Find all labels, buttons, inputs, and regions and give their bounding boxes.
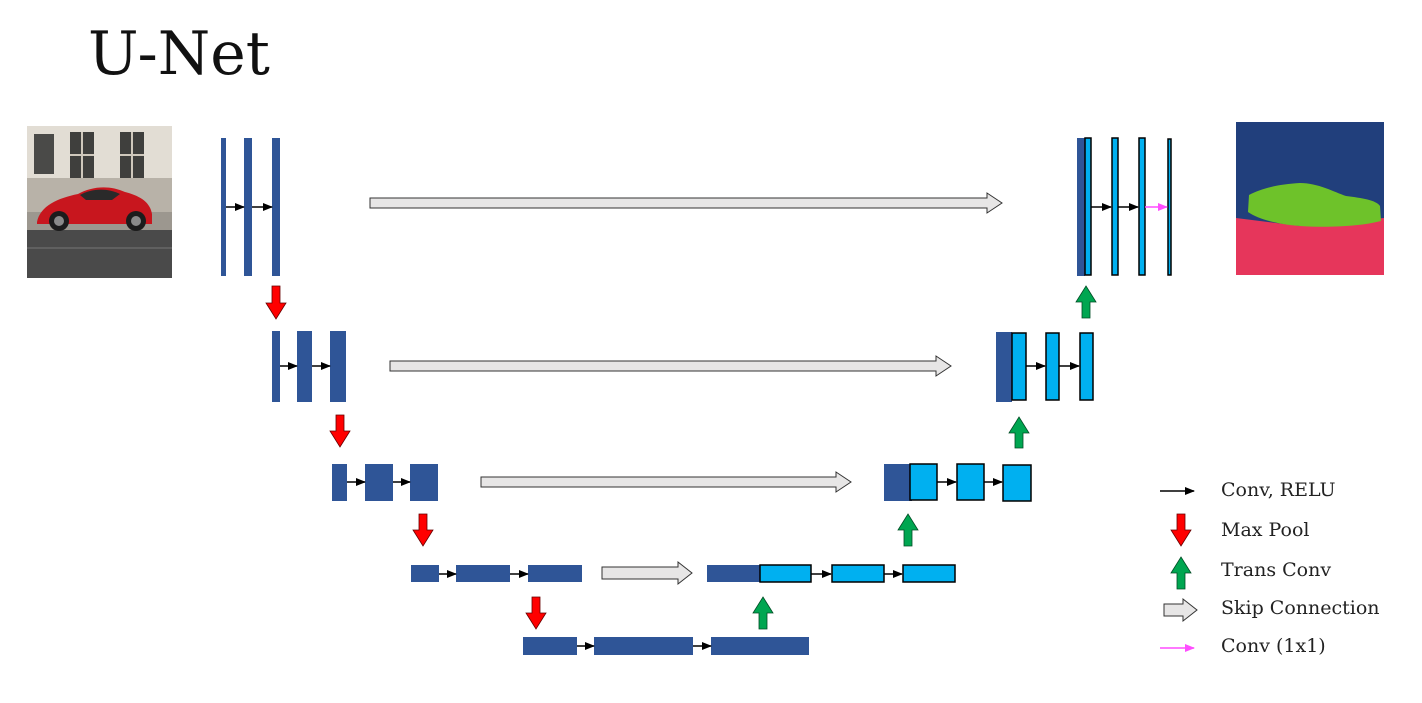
feature-map xyxy=(1111,137,1119,276)
max-pool-arrow xyxy=(265,285,287,320)
feature-map xyxy=(410,464,438,501)
input-image xyxy=(27,126,172,278)
legend-label-skip-connection: Skip Connection xyxy=(1221,597,1380,619)
feature-map xyxy=(594,637,693,655)
trans-conv-arrow xyxy=(897,513,919,547)
trans-conv-arrows xyxy=(752,285,1097,630)
feature-map xyxy=(221,138,226,276)
legend-label-conv-1x1: Conv (1x1) xyxy=(1221,635,1326,657)
upsampled-feature-map xyxy=(1084,137,1092,276)
upsampled-feature-map xyxy=(909,463,938,501)
skip-connection-arrow xyxy=(389,355,952,377)
max-pool-arrow xyxy=(412,513,434,547)
decoder-level-1 xyxy=(1077,137,1172,276)
skip-connection-arrow xyxy=(480,471,852,493)
feature-map xyxy=(297,331,312,402)
encoder-level-2 xyxy=(272,331,346,402)
feature-map xyxy=(831,564,885,583)
skip-feature-map xyxy=(884,464,912,501)
feature-map xyxy=(411,565,439,582)
feature-map xyxy=(456,565,510,582)
feature-map xyxy=(956,463,985,501)
skip-feature-map xyxy=(1077,138,1085,276)
trans-conv-arrow-icon xyxy=(1170,556,1192,590)
decoder-level-2 xyxy=(996,332,1094,402)
feature-map xyxy=(272,138,280,276)
skip-connection-arrow xyxy=(601,560,693,586)
decoder-level-3 xyxy=(884,463,1032,502)
max-pool-arrow-icon xyxy=(1170,513,1192,547)
max-pool-arrow xyxy=(329,414,351,448)
feature-map xyxy=(272,331,280,402)
feature-map xyxy=(330,331,346,402)
skip-connection-arrow xyxy=(369,192,1003,214)
diagram-title: U-Net xyxy=(88,19,270,89)
legend xyxy=(1160,487,1198,652)
skip-connection-arrow-icon xyxy=(1163,597,1198,623)
skip-connections xyxy=(369,192,1003,586)
feature-map xyxy=(332,464,347,501)
legend-label-conv-relu: Conv, RELU xyxy=(1221,479,1336,501)
feature-map xyxy=(523,637,577,655)
encoder-level-4 xyxy=(411,565,582,582)
feature-map xyxy=(1002,464,1032,502)
skip-feature-map xyxy=(707,565,761,582)
legend-label-trans-conv: Trans Conv xyxy=(1221,559,1332,581)
encoder-level-1 xyxy=(221,138,280,276)
decoder-level-4 xyxy=(707,564,956,583)
output-mask-image xyxy=(1236,122,1384,275)
encoder-level-3 xyxy=(332,464,438,501)
trans-conv-arrow xyxy=(752,596,774,630)
feature-map xyxy=(711,637,809,655)
legend-label-max-pool: Max Pool xyxy=(1221,519,1310,541)
bottleneck xyxy=(523,637,809,655)
feature-map xyxy=(1079,332,1094,401)
feature-map xyxy=(1138,137,1146,276)
output-feature-map xyxy=(1167,138,1172,276)
feature-map xyxy=(528,565,582,582)
max-pool-arrows xyxy=(265,285,547,630)
trans-conv-arrow xyxy=(1008,416,1030,449)
trans-conv-arrow xyxy=(1075,285,1097,319)
feature-map xyxy=(1045,332,1060,401)
upsampled-feature-map xyxy=(1011,332,1027,401)
feature-map xyxy=(244,138,252,276)
skip-feature-map xyxy=(996,332,1012,402)
feature-map xyxy=(902,564,956,583)
feature-map xyxy=(365,464,393,501)
max-pool-arrow xyxy=(525,596,547,630)
upsampled-feature-map xyxy=(759,564,812,583)
